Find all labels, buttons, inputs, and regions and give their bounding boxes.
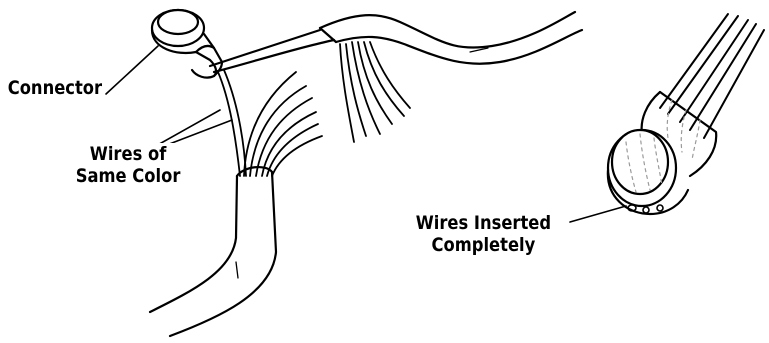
fanned-wires-upper: [340, 42, 410, 142]
leader-line-right: [570, 206, 626, 222]
wires-inserted-label: Wires Inserted Completely: [414, 212, 553, 256]
closeup-wires: [660, 14, 764, 138]
closeup-connector: [608, 92, 716, 214]
connector-left: [152, 10, 222, 78]
main-cable: [150, 12, 582, 336]
connector-label: Connector: [6, 77, 104, 99]
wires-same-color-label: Wires of Same Color: [74, 143, 182, 187]
fanned-wires-lower: [244, 72, 322, 176]
